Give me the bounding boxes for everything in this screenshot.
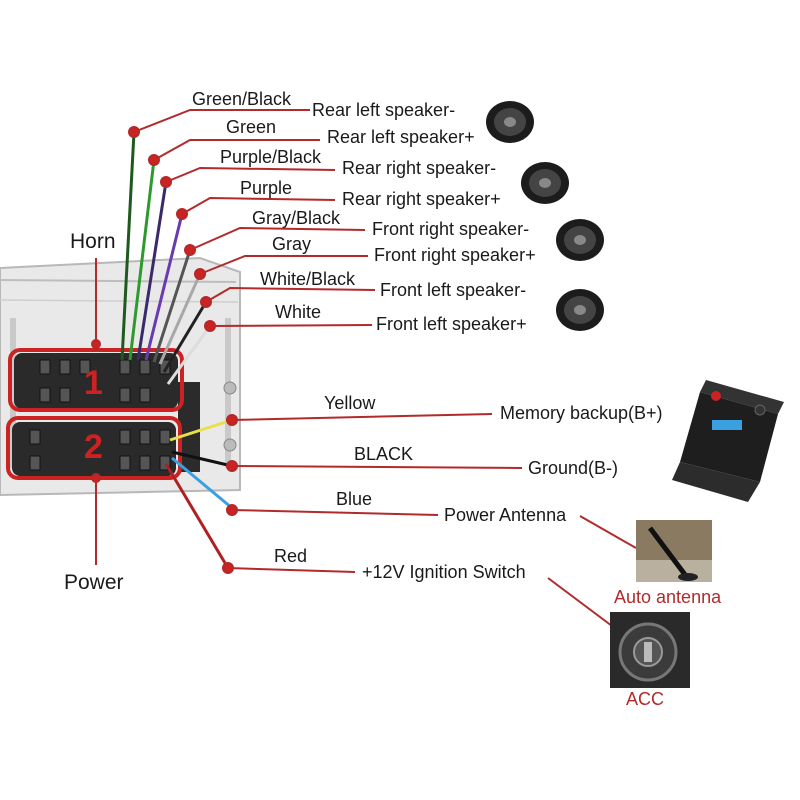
- wire-white: [166, 325, 212, 385]
- wire-color-label: Green/Black: [192, 89, 292, 109]
- connector-1: [8, 348, 184, 412]
- wire-yellow: [169, 418, 233, 442]
- speaker-icon: [556, 219, 604, 261]
- acc-caption: ACC: [626, 689, 665, 709]
- wire-function-label: Rear right speaker+: [342, 189, 501, 209]
- wire-function-label: Front left speaker-: [380, 280, 527, 300]
- wire-color-label: Purple/Black: [220, 147, 322, 167]
- connector-1-number: 1: [84, 364, 103, 402]
- battery-icon: [672, 380, 784, 502]
- wire-function-label: Memory backup(B+): [500, 403, 663, 423]
- wire-green-black: [120, 131, 136, 361]
- wire-color-label: Gray/Black: [252, 208, 341, 228]
- power-label: Power: [64, 571, 124, 594]
- wire-function-label: Front left speaker+: [376, 314, 527, 334]
- wire-function-label: Power Antenna: [444, 505, 567, 525]
- wire-function-label: Front right speaker-: [372, 219, 530, 239]
- wire-function-label: +12V Ignition Switch: [362, 562, 526, 582]
- wire-color-label: Green: [226, 117, 277, 137]
- speaker-icons: [486, 101, 604, 331]
- wire-red: [164, 463, 230, 569]
- speaker-icon: [486, 101, 534, 143]
- leader-lines: [91, 109, 637, 627]
- power-wires: [164, 418, 233, 569]
- wire-purple: [144, 213, 184, 361]
- wire-color-label: Purple: [240, 178, 293, 198]
- wire-function-label: Rear left speaker+: [327, 127, 475, 147]
- horn-label: Horn: [70, 230, 116, 253]
- auto-antenna-caption: Auto antenna: [614, 587, 722, 607]
- connector-2-number: 2: [84, 428, 103, 466]
- wire-white-black: [162, 301, 208, 373]
- ignition-photo: [610, 612, 690, 688]
- wire-function-label: Rear right speaker-: [342, 158, 497, 178]
- wire-blue: [171, 456, 233, 510]
- connector-2: [6, 416, 182, 480]
- wire-black: [171, 450, 233, 468]
- speaker-icon: [521, 162, 569, 204]
- wire-function-label: Front right speaker+: [374, 245, 536, 265]
- wire-color-label: Gray: [272, 234, 312, 254]
- wire-function-label: Rear left speaker-: [312, 100, 456, 120]
- wire-color-label: Blue: [336, 489, 373, 509]
- wire-gray: [158, 273, 202, 365]
- wire-function-label: Ground(B-): [528, 458, 619, 478]
- wire-color-label: BLACK: [354, 444, 414, 464]
- wire-color-label: Yellow: [324, 393, 376, 413]
- antenna-photo: [636, 520, 712, 582]
- wire-gray-black: [152, 249, 192, 363]
- wire-color-label: White: [275, 302, 322, 322]
- wire-green: [128, 159, 156, 361]
- wire-purple-black: [136, 181, 168, 361]
- wire-color-label: White/Black: [260, 269, 356, 289]
- speaker-wires: [120, 131, 212, 385]
- speaker-icon: [556, 289, 604, 331]
- wire-color-label: Red: [274, 546, 308, 566]
